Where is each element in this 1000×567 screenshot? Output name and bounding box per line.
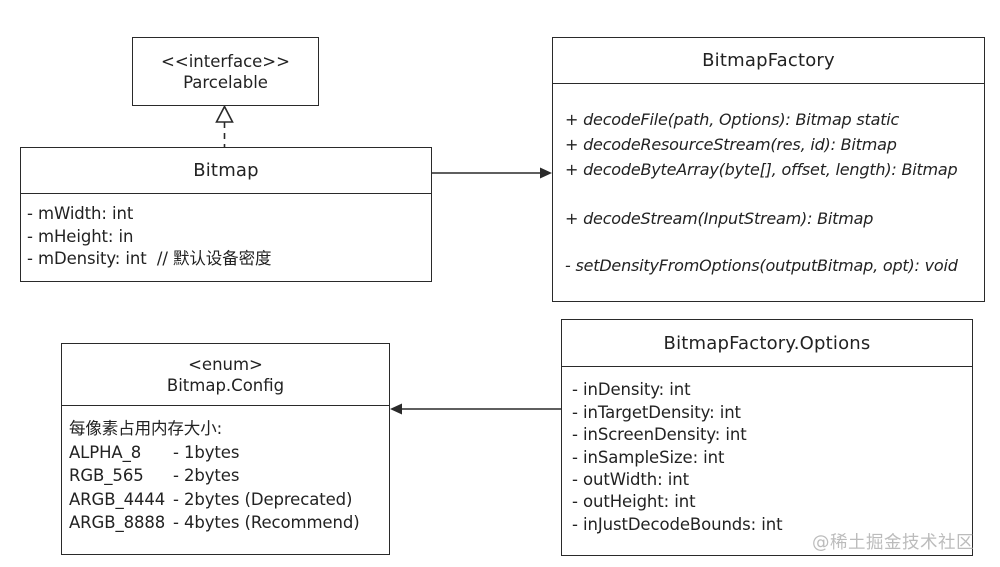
enum-entry: RGB_565 - 2bytes: [69, 464, 385, 488]
enum-name: Bitmap.Config: [166, 375, 285, 395]
enum-bitmap-config-box: <enum> Bitmap.Config 每像素占用内存大小: ALPHA_8 -…: [61, 343, 390, 555]
association-arrow-options-to-config: [390, 403, 561, 415]
class-bitmapfactory-methods: + decodeFile(path, Options): Bitmap stat…: [553, 84, 984, 278]
enum-stereotype: <enum>: [188, 354, 263, 374]
enum-bitmap-config-entries: 每像素占用内存大小: ALPHA_8 - 1bytes RGB_565 - 2byt…: [62, 406, 389, 535]
watermark: @稀土掘金技术社区: [812, 533, 974, 553]
hollow-triangle-arrowhead: [215, 104, 234, 123]
class-method: + decodeStream(InputStream): Bitmap: [565, 209, 874, 229]
enum-note: 每像素占用内存大小:: [69, 419, 223, 439]
class-method: + decodeResourceStream(res, id): Bitmap: [565, 135, 897, 155]
enum-entry: ALPHA_8 - 1bytes: [69, 441, 385, 465]
class-bitmapfactory-options-box: BitmapFactory.Options - inDensity: int -…: [561, 319, 973, 556]
class-field: - inSampleSize: int: [572, 447, 725, 467]
class-field: - mDensity: int // 默认设备密度: [27, 249, 272, 269]
enum-entry-name: ALPHA_8: [69, 442, 142, 462]
class-bitmapfactory-title: BitmapFactory: [702, 50, 835, 72]
class-bitmap-box: Bitmap - mWidth: int - mHeight: in - mDe…: [20, 147, 432, 282]
enum-entry: ARGB_4444 - 2bytes (Deprecated): [69, 488, 385, 512]
class-bitmap-header: Bitmap: [21, 148, 431, 195]
class-method: + decodeFile(path, Options): Bitmap stat…: [565, 110, 900, 130]
filled-left-arrowhead: [390, 403, 402, 415]
class-bitmap-title: Bitmap: [193, 160, 259, 182]
enum-entry-size: - 2bytes (Deprecated): [173, 489, 353, 509]
class-field: - mWidth: int: [27, 204, 134, 224]
enum-entry-name: ARGB_8888: [69, 513, 166, 533]
class-bitmapfactory-box: BitmapFactory + decodeFile(path, Options…: [552, 37, 985, 302]
enum-entry-name: ARGB_4444: [69, 489, 166, 509]
interface-stereotype: <<interface>>: [161, 51, 290, 71]
enum-entry-size: - 1bytes: [173, 442, 240, 462]
class-field: - inScreenDensity: int: [572, 425, 747, 445]
interface-parcelable-header: <<interface>> Parcelable: [133, 38, 318, 105]
enum-entry: ARGB_8888 - 4bytes (Recommend): [69, 511, 385, 535]
enum-entry-size: - 4bytes (Recommend): [173, 513, 360, 533]
class-bitmapfactory-options-fields: - inDensity: int - inTargetDensity: int …: [562, 367, 972, 536]
class-bitmapfactory-header: BitmapFactory: [553, 38, 984, 85]
class-field: - outWidth: int: [572, 470, 689, 490]
interface-name: Parcelable: [183, 72, 268, 92]
enum-entry-name: RGB_565: [69, 466, 144, 486]
interface-parcelable-box: <<interface>> Parcelable: [132, 37, 319, 106]
class-bitmap-fields: - mWidth: int - mHeight: in - mDensity: …: [21, 194, 431, 271]
class-field: - inDensity: int: [572, 380, 691, 400]
class-method: + decodeByteArray(byte[], offset, length…: [565, 160, 958, 180]
class-field: - outHeight: int: [572, 492, 696, 512]
association-arrow-bitmap-to-bitmapfactory: [432, 167, 552, 179]
realization-connector-bitmap-to-parcelable: [215, 104, 234, 147]
class-field: - inTargetDensity: int: [572, 402, 741, 422]
enum-bitmap-config-header: <enum> Bitmap.Config: [62, 344, 389, 407]
enum-entry-size: - 2bytes: [173, 466, 240, 486]
class-field: - mHeight: in: [27, 226, 134, 246]
class-field: - inJustDecodeBounds: int: [572, 514, 783, 534]
class-bitmapfactory-options-header: BitmapFactory.Options: [562, 320, 972, 368]
filled-right-arrowhead: [540, 167, 552, 179]
class-bitmapfactory-options-title: BitmapFactory.Options: [663, 332, 871, 354]
class-method: - setDensityFromOptions(outputBitmap, op…: [565, 256, 958, 276]
